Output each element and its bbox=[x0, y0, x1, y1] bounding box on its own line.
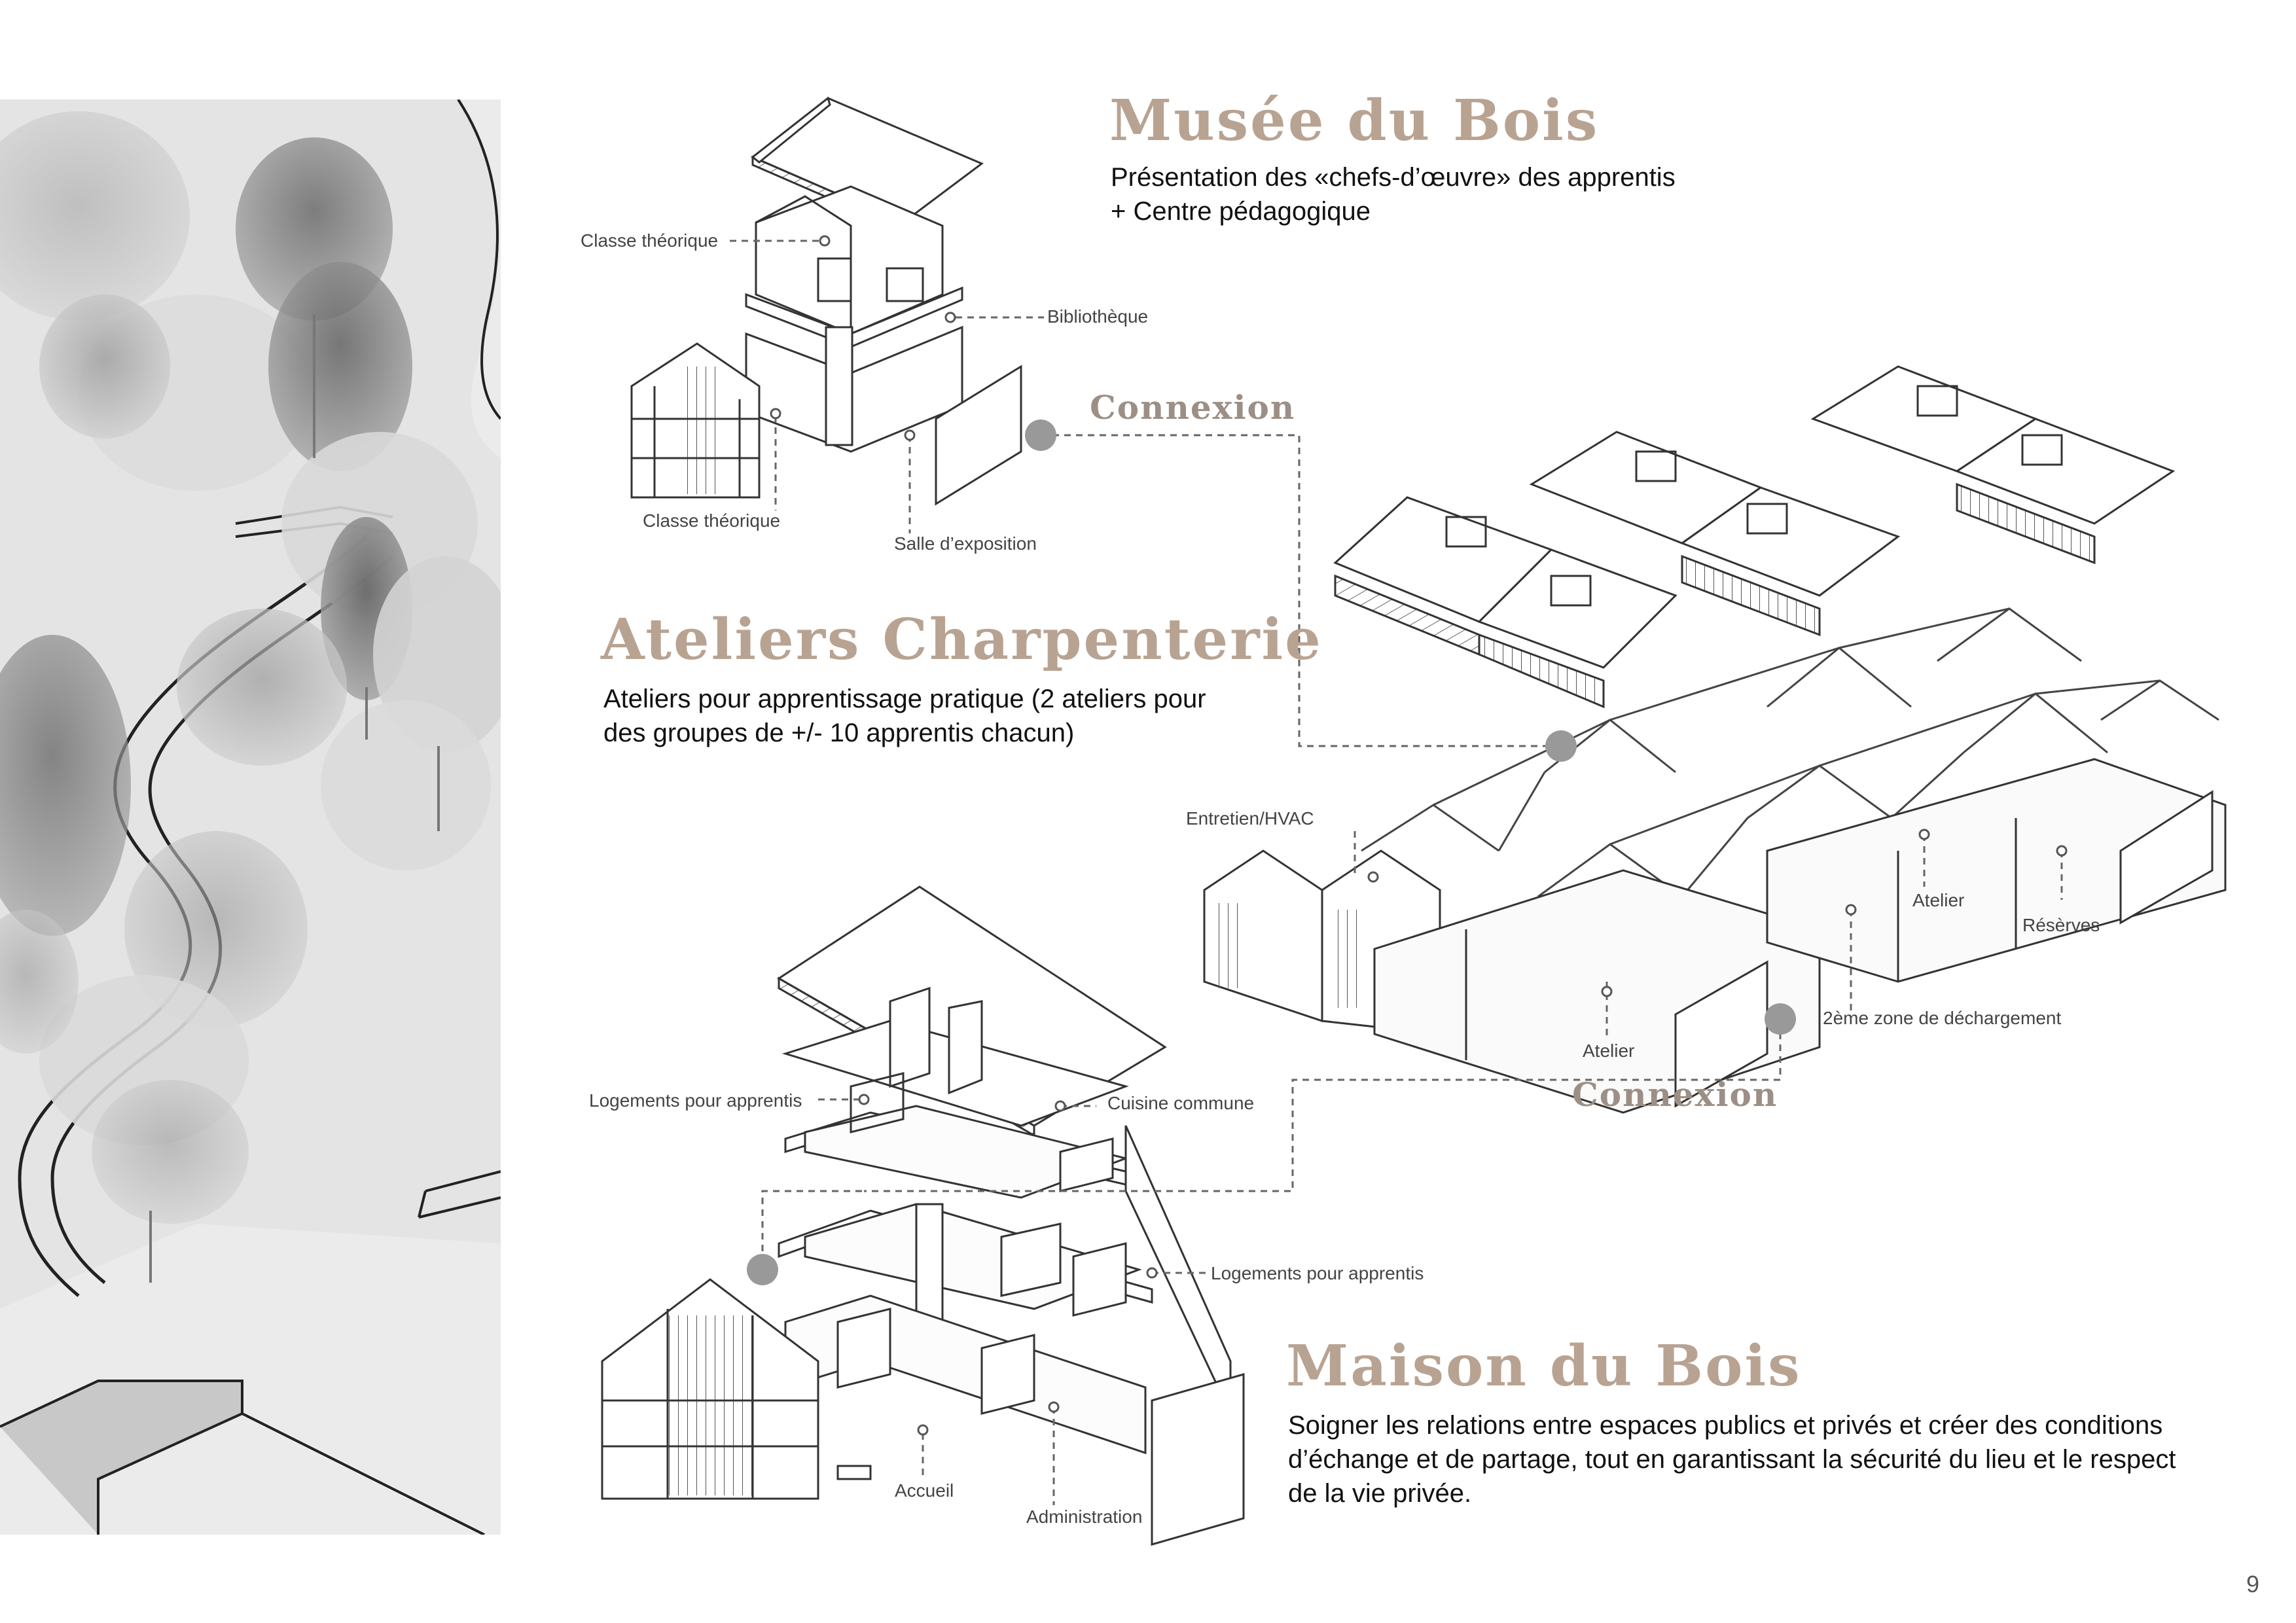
label-atelier-bottom: Atelier bbox=[1583, 1041, 1635, 1061]
ateliers-desc: Ateliers pour apprentissage pratique (2 … bbox=[603, 682, 1206, 750]
ateliers-axonometric bbox=[1203, 365, 2227, 1114]
label-entretien-hvac: Entretien/HVAC bbox=[1186, 808, 1314, 829]
connexion-dots bbox=[747, 419, 1796, 1285]
musee-desc-line1: Présentation des «chefs-d’œuvre» des app… bbox=[1111, 163, 1676, 192]
label-classe-theorique-bottom: Classe théorique bbox=[643, 510, 781, 531]
maison-desc-line1: Soigner les relations entre espaces publ… bbox=[1288, 1411, 2163, 1440]
connexion-label-2: Connexion bbox=[1572, 1075, 1778, 1114]
maison-axonometric bbox=[601, 885, 1245, 1546]
label-reserves: Résèrves bbox=[2022, 915, 2100, 935]
leader-lines bbox=[730, 240, 2063, 1505]
label-logements-top: Logements pour apprentis bbox=[589, 1090, 802, 1111]
musee-desc: Présentation des «chefs-d’œuvre» des app… bbox=[1111, 160, 1676, 228]
label-deuxieme-zone-dechargement: 2ème zone de déchargement bbox=[1823, 1008, 2062, 1028]
label-bibliotheque: Bibliothèque bbox=[1047, 306, 1149, 327]
label-cuisine-commune: Cuisine commune bbox=[1107, 1093, 1255, 1113]
label-accueil: Accueil bbox=[895, 1480, 954, 1501]
maison-desc-line3: de la vie privée. bbox=[1288, 1479, 1472, 1508]
maison-desc: Soigner les relations entre espaces publ… bbox=[1288, 1408, 2176, 1510]
connexion-label-1: Connexion bbox=[1090, 388, 1296, 427]
ateliers-desc-line2: des groupes de +/- 10 apprentis chacun) bbox=[603, 719, 1075, 747]
label-administration: Administration bbox=[1026, 1507, 1143, 1527]
site-plan-panel bbox=[0, 99, 501, 1535]
label-classe-theorique-top: Classe théorique bbox=[581, 230, 719, 251]
ateliers-title: Ateliers Charpenterie bbox=[601, 607, 1323, 673]
label-logements-right: Logements pour apprentis bbox=[1211, 1263, 1424, 1283]
ateliers-desc-line1: Ateliers pour apprentissage pratique (2 … bbox=[603, 685, 1206, 713]
maison-title: Maison du Bois bbox=[1286, 1333, 1802, 1399]
maison-desc-line2: d’échange et de partage, tout en garanti… bbox=[1288, 1445, 2176, 1474]
musee-desc-line2: + Centre pédagogique bbox=[1111, 197, 1371, 226]
musee-title: Musée du Bois bbox=[1109, 88, 1600, 154]
label-salle-exposition: Salle d’exposition bbox=[894, 533, 1037, 554]
label-atelier-right: Atelier bbox=[1912, 890, 1965, 910]
musee-axonometric bbox=[630, 96, 1022, 506]
page-number: 9 bbox=[2246, 1571, 2260, 1597]
